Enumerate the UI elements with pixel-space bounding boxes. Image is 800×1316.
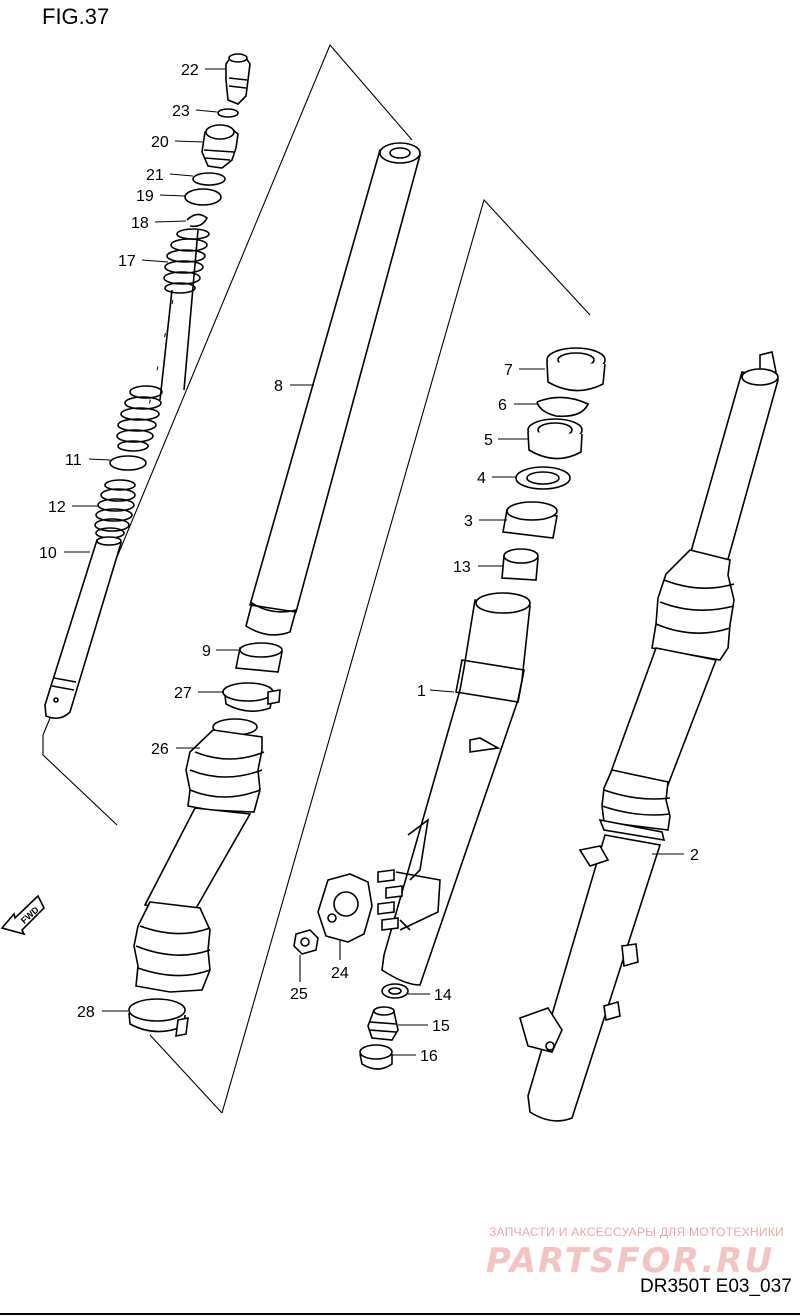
callout-25: 25 (290, 986, 308, 1003)
callout-16: 16 (420, 1048, 438, 1065)
watermark-brand: PARTSFOR.RU (486, 1241, 774, 1281)
part-28-clamp (128, 998, 189, 1038)
callout-14: 14 (434, 987, 452, 1004)
callout-24: 24 (331, 965, 349, 982)
part-8-outer-tube (245, 142, 422, 636)
fork-spring (116, 385, 163, 452)
callout-1: 1 (417, 683, 426, 700)
callout-18: 18 (131, 215, 149, 232)
callout-13: 13 (453, 559, 471, 576)
figure-title: FIG.37 (42, 4, 109, 29)
callout-9: 9 (202, 643, 211, 660)
part-13-bushing (501, 548, 539, 581)
part-11-ring (109, 455, 147, 471)
callout-2: 2 (690, 847, 699, 864)
callout-3: 3 (464, 513, 473, 530)
assembly-outlines (42, 43, 591, 1114)
part-20-adjuster (201, 124, 239, 169)
watermark-tagline: ЗАПЧАСТИ И АКСЕССУАРЫ ДЛЯ МОТОТЕХНИКИ (489, 1225, 784, 1239)
part-2-fork-assembled (519, 351, 779, 1122)
part-21-washer (192, 172, 226, 186)
callout-27: 27 (174, 685, 192, 702)
callout-8: 8 (274, 378, 283, 395)
watermark: ЗАПЧАСТИ И АКСЕССУАРЫ ДЛЯ МОТОТЕХНИКИ PA… (486, 1225, 784, 1281)
inner-tube-seals (501, 347, 606, 581)
callout-5: 5 (484, 432, 493, 449)
part-10-damper-rod (44, 536, 123, 720)
part-27-band (222, 682, 281, 712)
part-12-rebound-spring (94, 479, 136, 539)
callout-26: 26 (151, 741, 169, 758)
part-26-boot (133, 718, 265, 993)
fwd-badge: FWD (0, 894, 45, 936)
callout-6: 6 (498, 397, 507, 414)
callout-15: 15 (432, 1018, 450, 1035)
part-6-stopper-ring (536, 396, 590, 418)
part-17-spacer-spring (147, 228, 210, 411)
fwd-arrow-icon (0, 894, 45, 936)
callout-17: 17 (118, 253, 136, 270)
callout-28: 28 (77, 1004, 95, 1021)
callout-10: 10 (39, 545, 57, 562)
part-4-washer (515, 466, 571, 490)
part-18-stopper-ring (186, 213, 209, 228)
callout-23: 23 (172, 103, 190, 120)
callout-22: 22 (181, 62, 199, 79)
part-9-bushing (235, 642, 283, 673)
part-19-washer (184, 188, 222, 206)
outer-tube-assembly (128, 142, 422, 1038)
callout-4: 4 (477, 470, 486, 487)
callout-labels: 22 23 20 21 19 18 17 8 7 6 5 4 11 12 3 1… (39, 62, 699, 1065)
callout-21: 21 (146, 167, 164, 184)
part-23-o-ring (217, 108, 239, 118)
part-7-dust-seal (546, 347, 606, 392)
part-22-cap-bolt (225, 53, 251, 105)
part-15-bolt (367, 1006, 399, 1041)
part-24-axle-holder (317, 869, 441, 943)
damper-rod-assembly (44, 53, 251, 720)
leader-lines (64, 68, 684, 1056)
part-25-nut (293, 929, 319, 955)
part-5-oil-seal (527, 418, 583, 460)
part-14-washer (381, 983, 409, 999)
callout-11: 11 (65, 452, 82, 469)
callout-19: 19 (136, 188, 154, 205)
callout-20: 20 (151, 134, 169, 151)
part-1-inner-tube (381, 592, 531, 986)
part-3-bushing (502, 501, 558, 539)
part-16-cap (359, 1044, 393, 1070)
callout-7: 7 (504, 362, 513, 379)
callout-12: 12 (48, 499, 66, 516)
figure-code: DR350T E03_037 (640, 1276, 792, 1297)
